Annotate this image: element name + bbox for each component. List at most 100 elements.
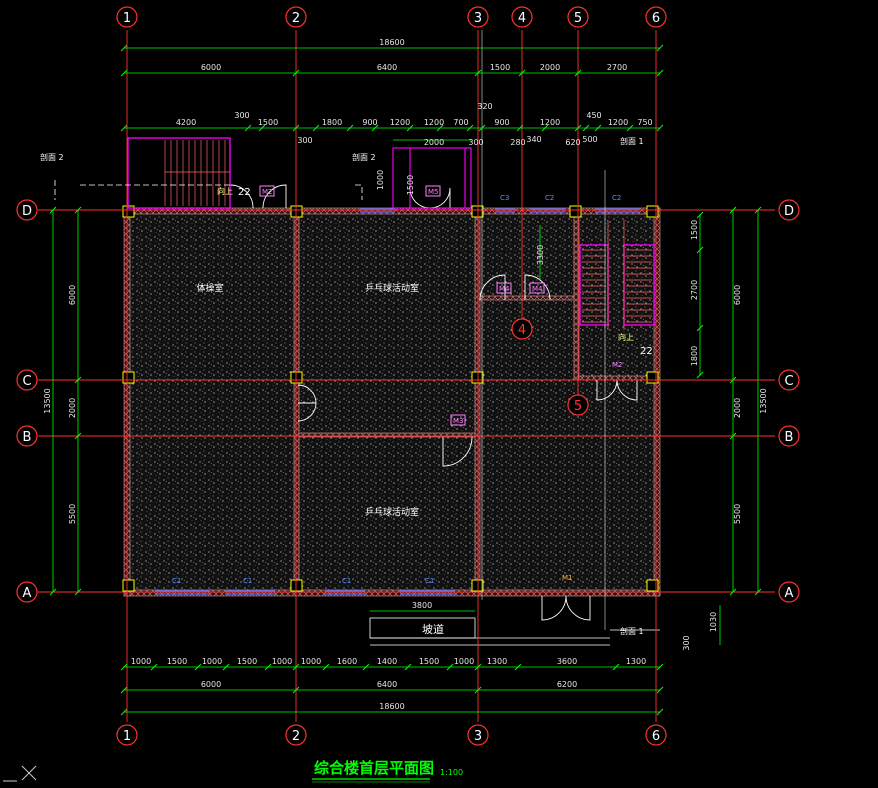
stair-mid bbox=[392, 147, 472, 209]
dimension-tick bbox=[292, 663, 300, 671]
dimension-tick bbox=[120, 708, 128, 716]
room-names: 体操室 乒乓球活动室 乒乓球活动室 坡道 bbox=[196, 282, 444, 636]
room-pingpong-top: 乒乓球活动室 bbox=[365, 282, 419, 294]
dim-bottom-detail: 1000 bbox=[202, 657, 222, 666]
dim-bottom-total: 18600 bbox=[379, 702, 404, 711]
dimension-tick bbox=[574, 69, 582, 77]
dim-top-seg: 2000 bbox=[540, 63, 560, 72]
dim-top-seg: 6000 bbox=[201, 63, 221, 72]
dimension-tick bbox=[729, 432, 737, 440]
dim-bottom-detail: 1500 bbox=[237, 657, 257, 666]
window-tag: C2 bbox=[545, 194, 554, 202]
axis-label-top: 4 bbox=[518, 11, 526, 26]
door-tag: M4 bbox=[532, 285, 543, 293]
ramp bbox=[369, 617, 660, 646]
window-tag: C3 bbox=[500, 194, 509, 202]
dimension-tick bbox=[120, 44, 128, 52]
section-2-label: 剖面 2 bbox=[40, 152, 64, 162]
dim-top-detail: 450 bbox=[586, 111, 601, 120]
dimension-tick bbox=[120, 124, 128, 132]
dim-top-detail: 700 bbox=[453, 118, 468, 127]
dimension-tick bbox=[696, 371, 704, 379]
axis-lines-white bbox=[481, 30, 606, 630]
dimension-tick bbox=[696, 324, 704, 332]
dimension-tick bbox=[222, 663, 230, 671]
dimension-tick bbox=[74, 588, 82, 596]
dimension-tick bbox=[474, 686, 482, 694]
dim-top-detail: 4200 bbox=[176, 118, 196, 127]
dimension-tick bbox=[656, 44, 664, 52]
axis-label-right: A bbox=[785, 586, 794, 601]
door-tag: M5 bbox=[428, 188, 439, 196]
dim-bottom-detail: 3600 bbox=[557, 657, 577, 666]
dim-inner: 1030 bbox=[709, 612, 718, 632]
dimension-tick bbox=[729, 206, 737, 214]
dim-top-seg: 6400 bbox=[377, 63, 397, 72]
dim-inner: 3300 bbox=[536, 245, 545, 265]
side-dimensions: 13500 6000 2000 5500 13500 6000 2000 550… bbox=[43, 170, 768, 651]
dim-bottom-seg: 6200 bbox=[557, 680, 577, 689]
dimension-tick bbox=[406, 124, 414, 132]
axis-label-right: D bbox=[784, 204, 794, 219]
dim-bottom-detail: 1300 bbox=[487, 657, 507, 666]
dimension-tick bbox=[362, 663, 370, 671]
dim-right-seg: 6000 bbox=[733, 285, 742, 305]
door-tag: M1 bbox=[562, 574, 573, 582]
dim-top-seg: 1500 bbox=[490, 63, 510, 72]
dim-bottom-detail: 1400 bbox=[377, 657, 397, 666]
dimension-tick bbox=[656, 124, 664, 132]
drawing-title-block: 综合楼首层平面图 1:100 bbox=[312, 759, 463, 783]
section-lines bbox=[54, 180, 363, 200]
dim-top-detail: 1200 bbox=[608, 118, 628, 127]
axis-lines bbox=[38, 30, 775, 722]
dim-top-seg: 2700 bbox=[607, 63, 627, 72]
dim-top-detail: 1800 bbox=[322, 118, 342, 127]
axis-label-interior: 4 bbox=[518, 323, 526, 338]
axis-label-bottom: 6 bbox=[652, 729, 660, 744]
window-tag: C2 bbox=[612, 194, 621, 202]
dimension-tick bbox=[150, 663, 158, 671]
dim-top-detail: 300 bbox=[234, 111, 249, 120]
dim-left-seg: 2000 bbox=[68, 398, 77, 418]
section-1-label: 剖面 1 bbox=[620, 136, 644, 146]
bottom-dimensions: 1000 1500 1000 1500 1000 1000 1600 1400 … bbox=[131, 601, 646, 711]
dimension-tick bbox=[74, 206, 82, 214]
windows bbox=[155, 208, 640, 595]
dim-top-detail: 1200 bbox=[540, 118, 560, 127]
dim-bottom-detail: 1000 bbox=[454, 657, 474, 666]
door-tags: M2 M5 M4 M4 M2 M3 M1 bbox=[262, 188, 623, 582]
axis-label-left: A bbox=[23, 586, 32, 601]
dimension-tick bbox=[258, 124, 266, 132]
dimension-tick bbox=[626, 124, 634, 132]
dim-bottom-seg: 6000 bbox=[201, 680, 221, 689]
dim-inner: 300 bbox=[682, 635, 691, 650]
dimension-tick bbox=[696, 246, 704, 254]
dim-left-total: 13500 bbox=[43, 388, 52, 413]
dimension-tick bbox=[120, 686, 128, 694]
dimension-tick bbox=[656, 663, 664, 671]
dimension-lines bbox=[52, 47, 759, 713]
dimension-tick bbox=[194, 663, 202, 671]
door-tag: M2 bbox=[612, 361, 623, 369]
step-count: 22 bbox=[238, 187, 251, 198]
dim-bottom-detail: 1600 bbox=[337, 657, 357, 666]
top-dimensions: 18600 6000 6400 1500 2000 2700 4200 300 … bbox=[176, 38, 653, 147]
dim-left-seg: 5500 bbox=[68, 504, 77, 524]
dim-inner: 1500 bbox=[406, 175, 415, 195]
dim-top-extra: 620 bbox=[565, 138, 580, 147]
dim-bottom-seg: 6400 bbox=[377, 680, 397, 689]
door-tags-boxes bbox=[259, 185, 545, 426]
drawing-scale: 1:100 bbox=[440, 768, 463, 777]
dim-right-stair: 1500 bbox=[690, 220, 699, 240]
dim-top-extra: 300 bbox=[468, 138, 483, 147]
dim-bottom-detail: 1000 bbox=[301, 657, 321, 666]
section-2-label: 剖面 2 bbox=[352, 152, 376, 162]
axis-label-bottom: 3 bbox=[474, 729, 482, 744]
dimension-tick bbox=[656, 69, 664, 77]
axis-label-left: B bbox=[23, 430, 32, 445]
dimension-tick bbox=[478, 124, 486, 132]
stair-left bbox=[127, 137, 231, 209]
dim-bottom-detail: 1300 bbox=[626, 657, 646, 666]
dim-top-extra: 2000 bbox=[424, 138, 444, 147]
step-count: 22 bbox=[640, 346, 653, 357]
